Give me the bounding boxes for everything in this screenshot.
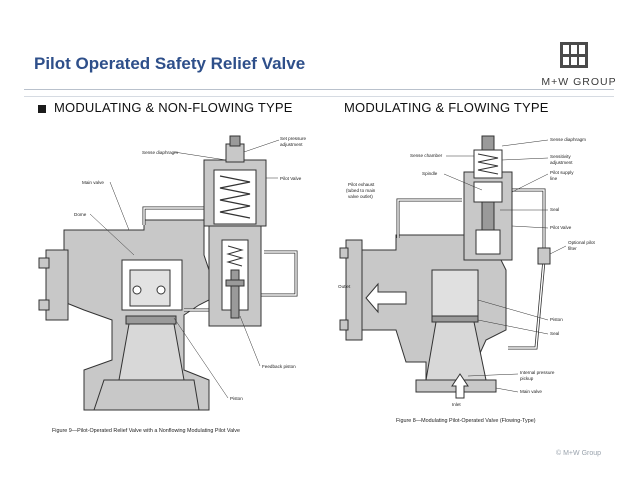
label-r-sense-diaphragm: Sense diaphragm <box>550 137 586 142</box>
label-dome: Dome <box>74 212 87 217</box>
label-piston: Piston <box>230 396 243 401</box>
label-sensitivity: Sensitivity <box>550 154 571 159</box>
label-set-pressure: Set pressure <box>280 136 306 141</box>
label-sensitivity-adjustment: adjustment <box>550 160 573 165</box>
label-r-seal: Seal <box>550 331 559 336</box>
non-flowing-valve-diagram: Set pressure adjustment Sense diaphragm … <box>38 135 306 434</box>
label-r-piston: Piston <box>550 317 563 322</box>
label-pilot-valve: Pilot Valve <box>280 176 302 181</box>
left-figure-caption: Figure 9—Pilot-Operated Relief Valve wit… <box>52 428 240 434</box>
label-pilot-supply-line: line <box>550 176 558 181</box>
label-optional-pilot: Optional pilot <box>568 240 596 245</box>
logo-text: M+W GROUP <box>541 76 617 88</box>
label-outlet: Outlet <box>338 284 351 289</box>
top-divider <box>24 89 614 90</box>
label-r-pilot-valve: Pilot Valve <box>550 225 572 230</box>
slide-title: Pilot Operated Safety Relief Valve <box>34 54 306 73</box>
label-seal-top: Seal <box>550 207 559 212</box>
copyright-text: © M+W Group <box>556 450 602 457</box>
label-internal-pressure: Internal pressure <box>520 370 555 375</box>
logo-mark-icon <box>560 42 588 68</box>
right-heading: MODULATING & FLOWING TYPE <box>344 100 549 115</box>
flowing-valve-diagram: Sense diaphragm Sense chamber Sensitivit… <box>338 135 596 424</box>
label-set-pressure-adjustment: adjustment <box>280 142 303 147</box>
label-pilot-exhaust-sub1: (tubed to main <box>346 188 376 193</box>
label-optional-pilot-filter: filter <box>568 246 577 251</box>
label-r-main-valve: Main valve <box>520 389 542 394</box>
label-pilot-supply: Pilot supply <box>550 170 574 175</box>
label-feedback-piston: Feedback piston <box>262 364 296 369</box>
bullet-square-icon <box>38 105 46 113</box>
company-logo: M+W GROUP <box>540 42 618 90</box>
label-pilot-exhaust-sub2: valve outlet) <box>348 194 373 199</box>
label-inlet: Inlet <box>452 402 461 407</box>
left-heading: MODULATING & NON-FLOWING TYPE <box>54 100 293 115</box>
label-spindle: Spindle <box>422 171 438 176</box>
label-sense-diaphragm: Sense diaphragm <box>142 150 178 155</box>
second-divider <box>24 96 614 97</box>
right-figure-caption: Figure 8—Modulating Pilot-Operated Valve… <box>396 418 536 424</box>
label-sense-chamber: Sense chamber <box>410 153 443 158</box>
label-internal-pressure-pickup: pickup <box>520 376 534 381</box>
label-main-valve: Main valve <box>82 180 104 185</box>
label-pilot-exhaust: Pilot exhaust <box>348 182 375 187</box>
